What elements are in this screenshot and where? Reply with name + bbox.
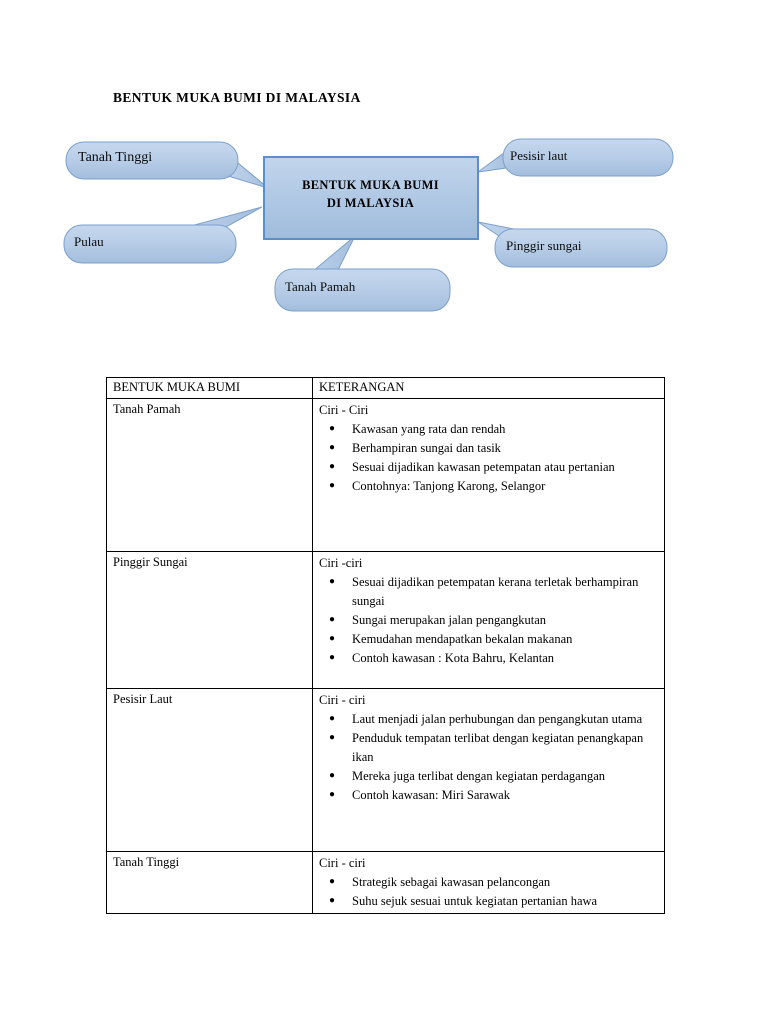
callout-shape-tanah-tinggi xyxy=(65,141,239,180)
ciri-heading: Ciri - ciri xyxy=(319,856,366,870)
row-name-cell: Tanah Tinggi xyxy=(106,851,313,914)
row-name-cell: Pesisir Laut xyxy=(106,688,313,852)
list-item: Sesuai dijadikan petempatan kerana terle… xyxy=(319,572,659,611)
row-name-cell: Tanah Pamah xyxy=(106,398,313,552)
list-item: Kemudahan mendapatkan bekalan makanan xyxy=(319,629,659,649)
ciri-list: Strategik sebagai kawasan pelancongan Su… xyxy=(319,872,659,911)
callout-shape-pulau xyxy=(63,224,237,264)
table-row: Pinggir Sungai Ciri -ciri Sesuai dijadik… xyxy=(106,551,665,689)
list-item: Contoh kawasan : Kota Bahru, Kelantan xyxy=(319,648,659,668)
landform-name: Tanah Tinggi xyxy=(113,855,180,869)
callout-shape-tanah-pamah xyxy=(274,268,451,312)
list-item: Mereka juga terlibat dengan kegiatan per… xyxy=(319,766,659,786)
ciri-list: Laut menjadi jalan perhubungan dan penga… xyxy=(319,709,659,805)
list-item: Penduduk tempatan terlibat dengan kegiat… xyxy=(319,728,659,767)
table-row: Tanah Tinggi Ciri - ciri Strategik sebag… xyxy=(106,851,665,914)
row-detail-cell: Ciri - ciri Strategik sebagai kawasan pe… xyxy=(312,851,665,914)
list-item: Contoh kawasan: Miri Sarawak xyxy=(319,785,659,805)
list-item: Berhampiran sungai dan tasik xyxy=(319,438,659,458)
diagram-canvas xyxy=(63,138,674,312)
callout-shape-pesisir-laut xyxy=(502,138,674,177)
list-item: Suhu sejuk sesuai untuk kegiatan pertani… xyxy=(319,891,659,911)
table-header-keterangan: KETERANGAN xyxy=(312,377,665,399)
table-header-bentuk-muka-bumi: BENTUK MUKA BUMI xyxy=(106,377,313,399)
row-name-cell: Pinggir Sungai xyxy=(106,551,313,689)
table-row: Tanah Pamah Ciri - Ciri Kawasan yang rat… xyxy=(106,398,665,552)
center-node-box xyxy=(263,156,479,240)
landform-name: Pesisir Laut xyxy=(113,692,173,706)
row-detail-cell: Ciri - Ciri Kawasan yang rata dan rendah… xyxy=(312,398,665,552)
list-item: Sesuai dijadikan kawasan petempatan atau… xyxy=(319,457,659,477)
table-row: Pesisir Laut Ciri - ciri Laut menjadi ja… xyxy=(106,688,665,852)
ciri-heading: Ciri - ciri xyxy=(319,693,366,707)
landforms-table: BENTUK MUKA BUMI KETERANGAN Tanah Pamah … xyxy=(106,377,665,914)
list-item: Kawasan yang rata dan rendah xyxy=(319,419,659,439)
row-detail-cell: Ciri -ciri Sesuai dijadikan petempatan k… xyxy=(312,551,665,689)
callout-shape-pinggir-sungai xyxy=(494,228,668,268)
landform-name: Tanah Pamah xyxy=(113,402,181,416)
list-item: Laut menjadi jalan perhubungan dan penga… xyxy=(319,709,659,729)
mind-map-diagram: Tanah Tinggi Pesisir laut Pulau Pinggir … xyxy=(0,0,768,360)
row-detail-cell: Ciri - ciri Laut menjadi jalan perhubung… xyxy=(312,688,665,852)
ciri-heading: Ciri - Ciri xyxy=(319,403,369,417)
list-item: Sungai merupakan jalan pengangkutan xyxy=(319,610,659,630)
ciri-list: Kawasan yang rata dan rendah Berhampiran… xyxy=(319,419,659,496)
ciri-heading: Ciri -ciri xyxy=(319,556,363,570)
list-item: Contohnya: Tanjong Karong, Selangor xyxy=(319,476,659,496)
table-header-row: BENTUK MUKA BUMI KETERANGAN xyxy=(106,377,665,399)
list-item: Strategik sebagai kawasan pelancongan xyxy=(319,872,659,892)
page-title: BENTUK MUKA BUMI DI MALAYSIA xyxy=(113,90,361,105)
landform-name: Pinggir Sungai xyxy=(113,555,188,569)
ciri-list: Sesuai dijadikan petempatan kerana terle… xyxy=(319,572,659,668)
